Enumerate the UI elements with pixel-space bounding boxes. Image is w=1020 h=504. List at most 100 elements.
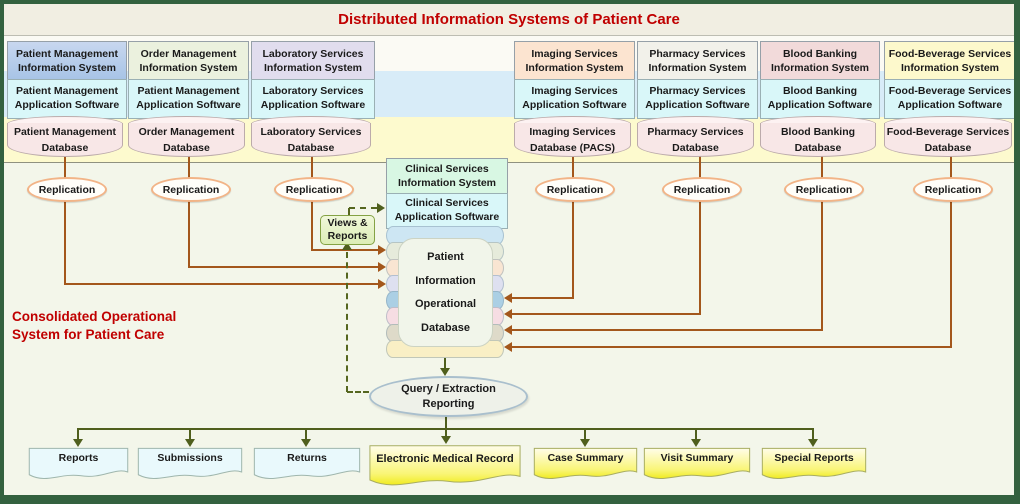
db-label-line: Information — [415, 274, 476, 287]
cylinder-label: Imaging Services Database (PACS) — [529, 125, 616, 154]
replication-line-horizontal — [64, 283, 379, 285]
db-label-line: Database — [421, 322, 470, 335]
output-doc-submissions: Submissions — [137, 447, 243, 484]
cylinder-body — [760, 123, 876, 157]
application-software-box-laboratory-services: Laboratory Services Application Software — [251, 79, 375, 119]
replication-oval: Replication — [913, 177, 993, 202]
replication-line-horizontal — [188, 266, 379, 268]
query-oval-line: Reporting — [422, 397, 475, 410]
application-software-box-food-beverage-services: Food-Beverage Services Application Softw… — [884, 79, 1016, 119]
output-doc-reports: Reports — [28, 447, 129, 484]
query-oval-line: Query / Extraction — [401, 383, 496, 396]
flow-line — [444, 354, 446, 369]
views-reports-box: Views & Reports — [320, 215, 375, 245]
replication-line-horizontal — [511, 313, 701, 315]
replication-line-horizontal — [511, 297, 574, 299]
clinical-services-info-system-box: Clinical Services Information System — [386, 158, 508, 196]
cylinder-body — [884, 123, 1012, 157]
application-software-box-order-management: Patient Management Application Software — [128, 79, 249, 119]
output-drop-line — [812, 429, 814, 440]
info-system-box-patient-management: Patient Management Information System — [7, 41, 127, 82]
db-label-line: Patient — [427, 250, 464, 263]
database-cylinder-patient-management: Patient Management Database — [7, 116, 123, 157]
database-cylinder-pharmacy-services: Pharmacy Services Database — [637, 116, 754, 157]
arrowhead-into-output — [691, 439, 701, 447]
replication-line-horizontal — [511, 346, 952, 348]
dashed-connector-elbow — [347, 391, 369, 393]
cylinder-label: Order Management Database — [138, 125, 235, 154]
arrowhead-into-output — [185, 439, 195, 447]
database-cylinder-order-management: Order Management Database — [128, 116, 245, 157]
output-drop-line — [189, 429, 191, 440]
output-drop-line — [445, 413, 447, 437]
output-doc-electronic-medical-record: Electronic Medical Record — [368, 444, 522, 492]
arrowhead-into-output — [73, 439, 83, 447]
info-system-box-blood-banking: Blood Banking Information System — [760, 41, 880, 82]
frame-right — [1014, 0, 1020, 504]
database-cylinder-food-beverage-services: Food-Beverage Services Database — [884, 116, 1012, 157]
output-drop-line — [77, 429, 79, 440]
title-band: Distributed Information Systems of Patie… — [4, 4, 1014, 36]
info-system-box-pharmacy-services: Pharmacy Services Information System — [637, 41, 758, 82]
output-doc-label: Returns — [287, 452, 327, 465]
cylinder-label: Pharmacy Services Database — [647, 125, 744, 154]
dashed-connector-horizontal — [349, 207, 377, 209]
replication-line-horizontal — [511, 329, 823, 331]
replication-oval: Replication — [535, 177, 615, 202]
replication-oval: Replication — [151, 177, 231, 202]
replication-line-vertical — [64, 150, 66, 285]
arrowhead-into-query-oval — [440, 368, 450, 376]
arrowhead-into-database — [504, 293, 512, 303]
output-drop-line — [305, 429, 307, 440]
replication-oval: Replication — [27, 177, 107, 202]
cylinder-body — [637, 123, 754, 157]
replication-line-horizontal — [311, 249, 379, 251]
output-drop-line — [695, 429, 697, 440]
arrowhead-into-output — [441, 436, 451, 444]
arrowhead-into-output — [301, 439, 311, 447]
output-doc-case-summary: Case Summary — [533, 447, 638, 484]
arrowhead-into-views-reports — [342, 242, 352, 250]
replication-oval: Replication — [662, 177, 742, 202]
info-system-box-order-management: Order Management Information System — [128, 41, 249, 82]
dashed-connector-vertical — [346, 252, 348, 392]
replication-line-vertical — [821, 150, 823, 331]
output-doc-label: Submissions — [157, 452, 223, 465]
diagram-title: Distributed Information Systems of Patie… — [338, 11, 680, 28]
cylinder-body — [7, 123, 123, 157]
arrowhead-into-output — [580, 439, 590, 447]
arrowhead-into-database — [504, 325, 512, 335]
output-doc-label: Case Summary — [547, 452, 624, 465]
info-system-box-laboratory-services: Laboratory Services Information System — [251, 41, 375, 82]
output-doc-label: Electronic Medical Record — [376, 452, 514, 465]
query-extraction-oval: Query / Extraction Reporting — [369, 376, 528, 417]
arrowhead-into-database — [378, 262, 386, 272]
db-label-line: Operational — [414, 298, 477, 311]
output-doc-label: Visit Summary — [660, 452, 734, 465]
arrowhead-into-database — [378, 279, 386, 289]
application-software-box-imaging-services: Imaging Services Application Software — [514, 79, 635, 119]
arrowhead-into-database — [504, 342, 512, 352]
replication-line-vertical — [699, 150, 701, 315]
cylinder-label: Patient Management Database — [13, 125, 117, 154]
replication-oval: Replication — [274, 177, 354, 202]
output-doc-visit-summary: Visit Summary — [643, 447, 751, 484]
database-cylinder-laboratory-services: Laboratory Services Database — [251, 116, 371, 157]
cylinder-label: Food-Beverage Services Database — [886, 125, 1010, 154]
output-doc-returns: Returns — [253, 447, 361, 484]
arrowhead-into-clinical-app — [377, 203, 385, 213]
consolidated-system-label: Consolidated Operational System for Pati… — [12, 308, 176, 344]
output-doc-special-reports: Special Reports — [761, 447, 867, 484]
replication-line-vertical — [572, 150, 574, 299]
info-system-box-food-beverage-services: Food-Beverage Services Information Syste… — [884, 41, 1016, 82]
output-doc-label: Reports — [58, 452, 99, 465]
cylinder-body — [128, 123, 245, 157]
consolidated-label-line: System for Patient Care — [12, 327, 165, 343]
dashed-connector-vertical — [348, 208, 350, 216]
output-doc-label: Special Reports — [774, 452, 854, 465]
replication-line-vertical — [188, 150, 190, 268]
cylinder-label: Laboratory Services Database — [260, 125, 362, 154]
patient-information-operational-database-label: Patient Information Operational Database — [398, 238, 493, 347]
application-software-box-blood-banking: Blood Banking Application Software — [760, 79, 880, 119]
info-system-box-imaging-services: Imaging Services Information System — [514, 41, 635, 82]
